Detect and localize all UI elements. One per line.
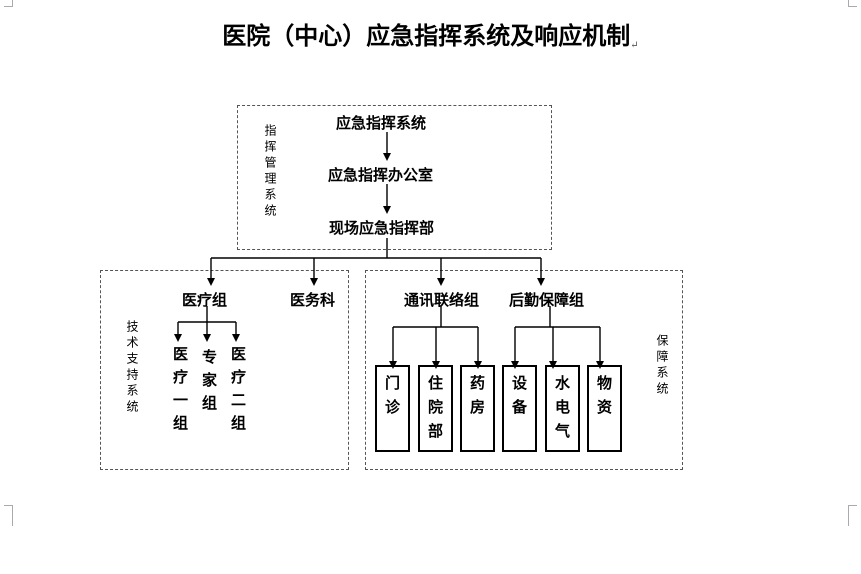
- page-corner-top-right: [848, 0, 857, 7]
- comm-group: 通讯联络组: [404, 291, 480, 309]
- unit-equipment: 设备: [502, 365, 537, 452]
- command-level1: 应急指挥系统: [336, 114, 427, 132]
- paragraph-mark: ↵: [630, 40, 639, 51]
- page-corner-bottom-right: [848, 505, 857, 526]
- unit-supplies: 物资: [587, 365, 622, 452]
- command-system-label: 指挥管理系统: [263, 124, 277, 220]
- tech-system-label: 技术支持系统: [125, 320, 139, 416]
- unit-outpatient-label: 门诊: [383, 375, 401, 423]
- unit-pharmacy-label: 药房: [468, 375, 486, 423]
- command-level2: 应急指挥办公室: [328, 166, 434, 184]
- medical-group: 医疗组: [182, 291, 228, 309]
- unit-inpatient-label: 住院部: [426, 375, 444, 447]
- title-text: 医院（中心）应急指挥系统及响应机制: [222, 21, 631, 50]
- command-system-frame: [237, 105, 552, 250]
- unit-utilities: 水电气: [545, 365, 580, 452]
- medical-affairs: 医务科: [290, 291, 336, 309]
- unit-inpatient: 住院部: [418, 365, 453, 452]
- page-title: 医院（中心）应急指挥系统及响应机制↵: [0, 16, 861, 51]
- unit-equipment-label: 设备: [510, 375, 528, 423]
- unit-pharmacy: 药房: [460, 365, 495, 452]
- medical-team-2: 医疗二组: [229, 346, 247, 438]
- page-corner-bottom-left: [4, 505, 13, 526]
- support-system-label: 保障系统: [655, 334, 669, 398]
- page-corner-top-left: [4, 0, 13, 7]
- unit-outpatient: 门诊: [375, 365, 410, 452]
- logistics-group: 后勤保障组: [509, 291, 585, 309]
- command-level3: 现场应急指挥部: [329, 219, 435, 237]
- support-system-frame: [365, 270, 683, 470]
- unit-supplies-label: 物资: [595, 375, 613, 423]
- tech-support-frame: [100, 270, 349, 470]
- medical-team-1: 医疗一组: [171, 346, 189, 438]
- expert-team: 专家组: [200, 349, 218, 418]
- unit-utilities-label: 水电气: [553, 375, 571, 447]
